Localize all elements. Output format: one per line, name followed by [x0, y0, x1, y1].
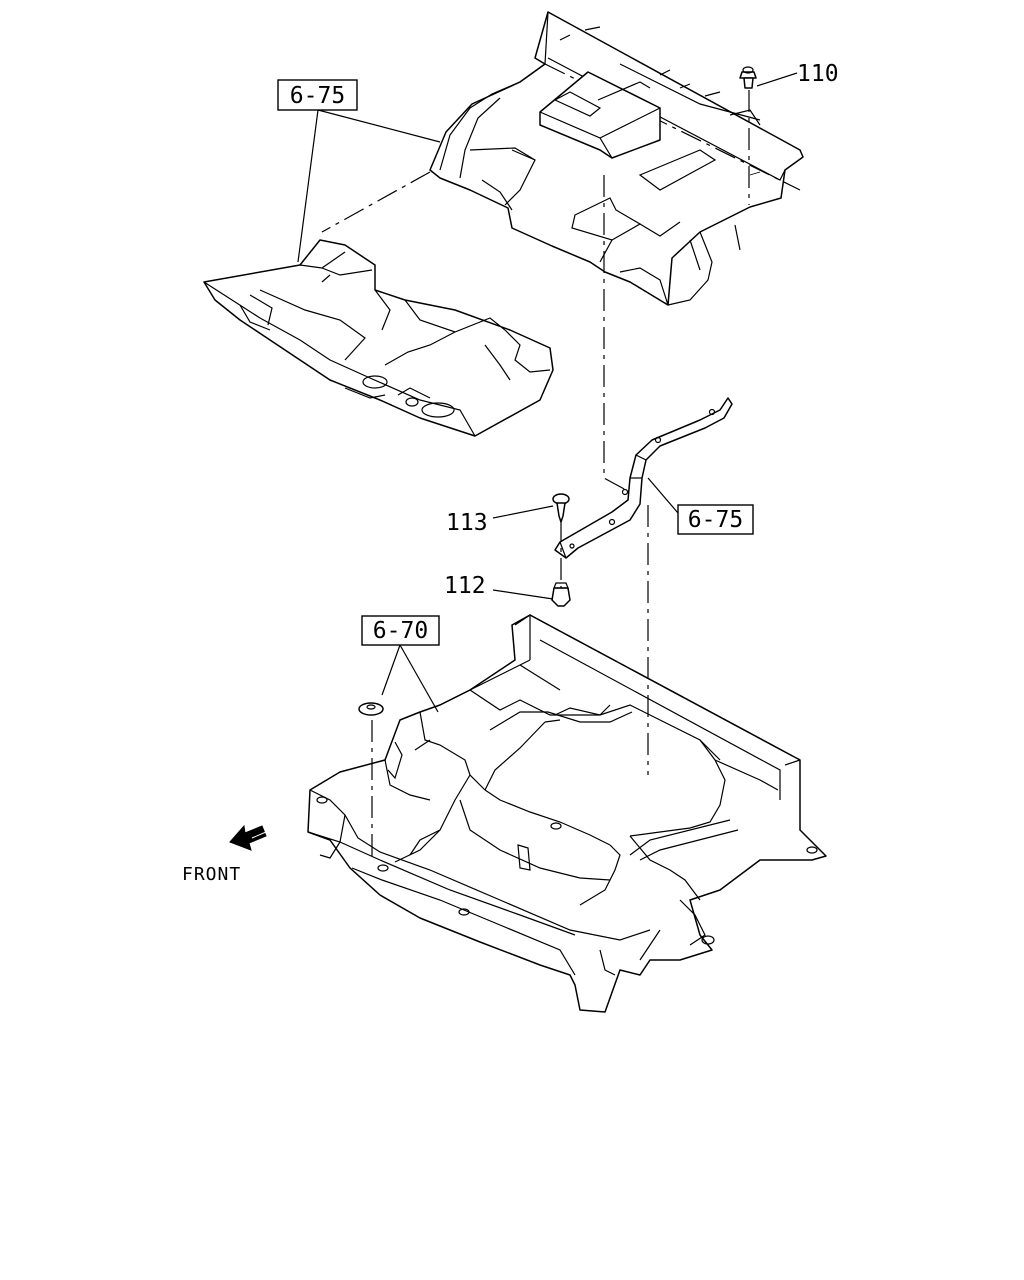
callout-6-70-lower: 6-70: [361, 615, 440, 646]
assembly-lines: [321, 90, 750, 858]
callout-text: 6-75: [290, 83, 345, 109]
clip-110: [739, 66, 757, 89]
screw-113: [552, 493, 570, 523]
clip-112: [551, 582, 571, 607]
upper-rear-insulator: [429, 11, 804, 306]
callout-6-75-bracket: 6-75: [677, 504, 754, 535]
front-label: FRONT: [182, 864, 241, 885]
lower-floor-panel: [307, 613, 827, 1013]
leader-lines: [297, 72, 798, 713]
part-number-112: 112: [444, 573, 486, 599]
front-floor-insulator: [203, 239, 554, 437]
part-number-113: 113: [446, 510, 488, 536]
grommet: [358, 702, 384, 716]
part-number-110: 110: [797, 61, 839, 87]
floor-bracket: [554, 397, 733, 559]
callout-6-75-upper: 6-75: [277, 79, 358, 111]
front-arrow-icon: [229, 824, 267, 851]
callout-text: 6-75: [688, 507, 743, 533]
callout-text: 6-70: [373, 618, 428, 644]
